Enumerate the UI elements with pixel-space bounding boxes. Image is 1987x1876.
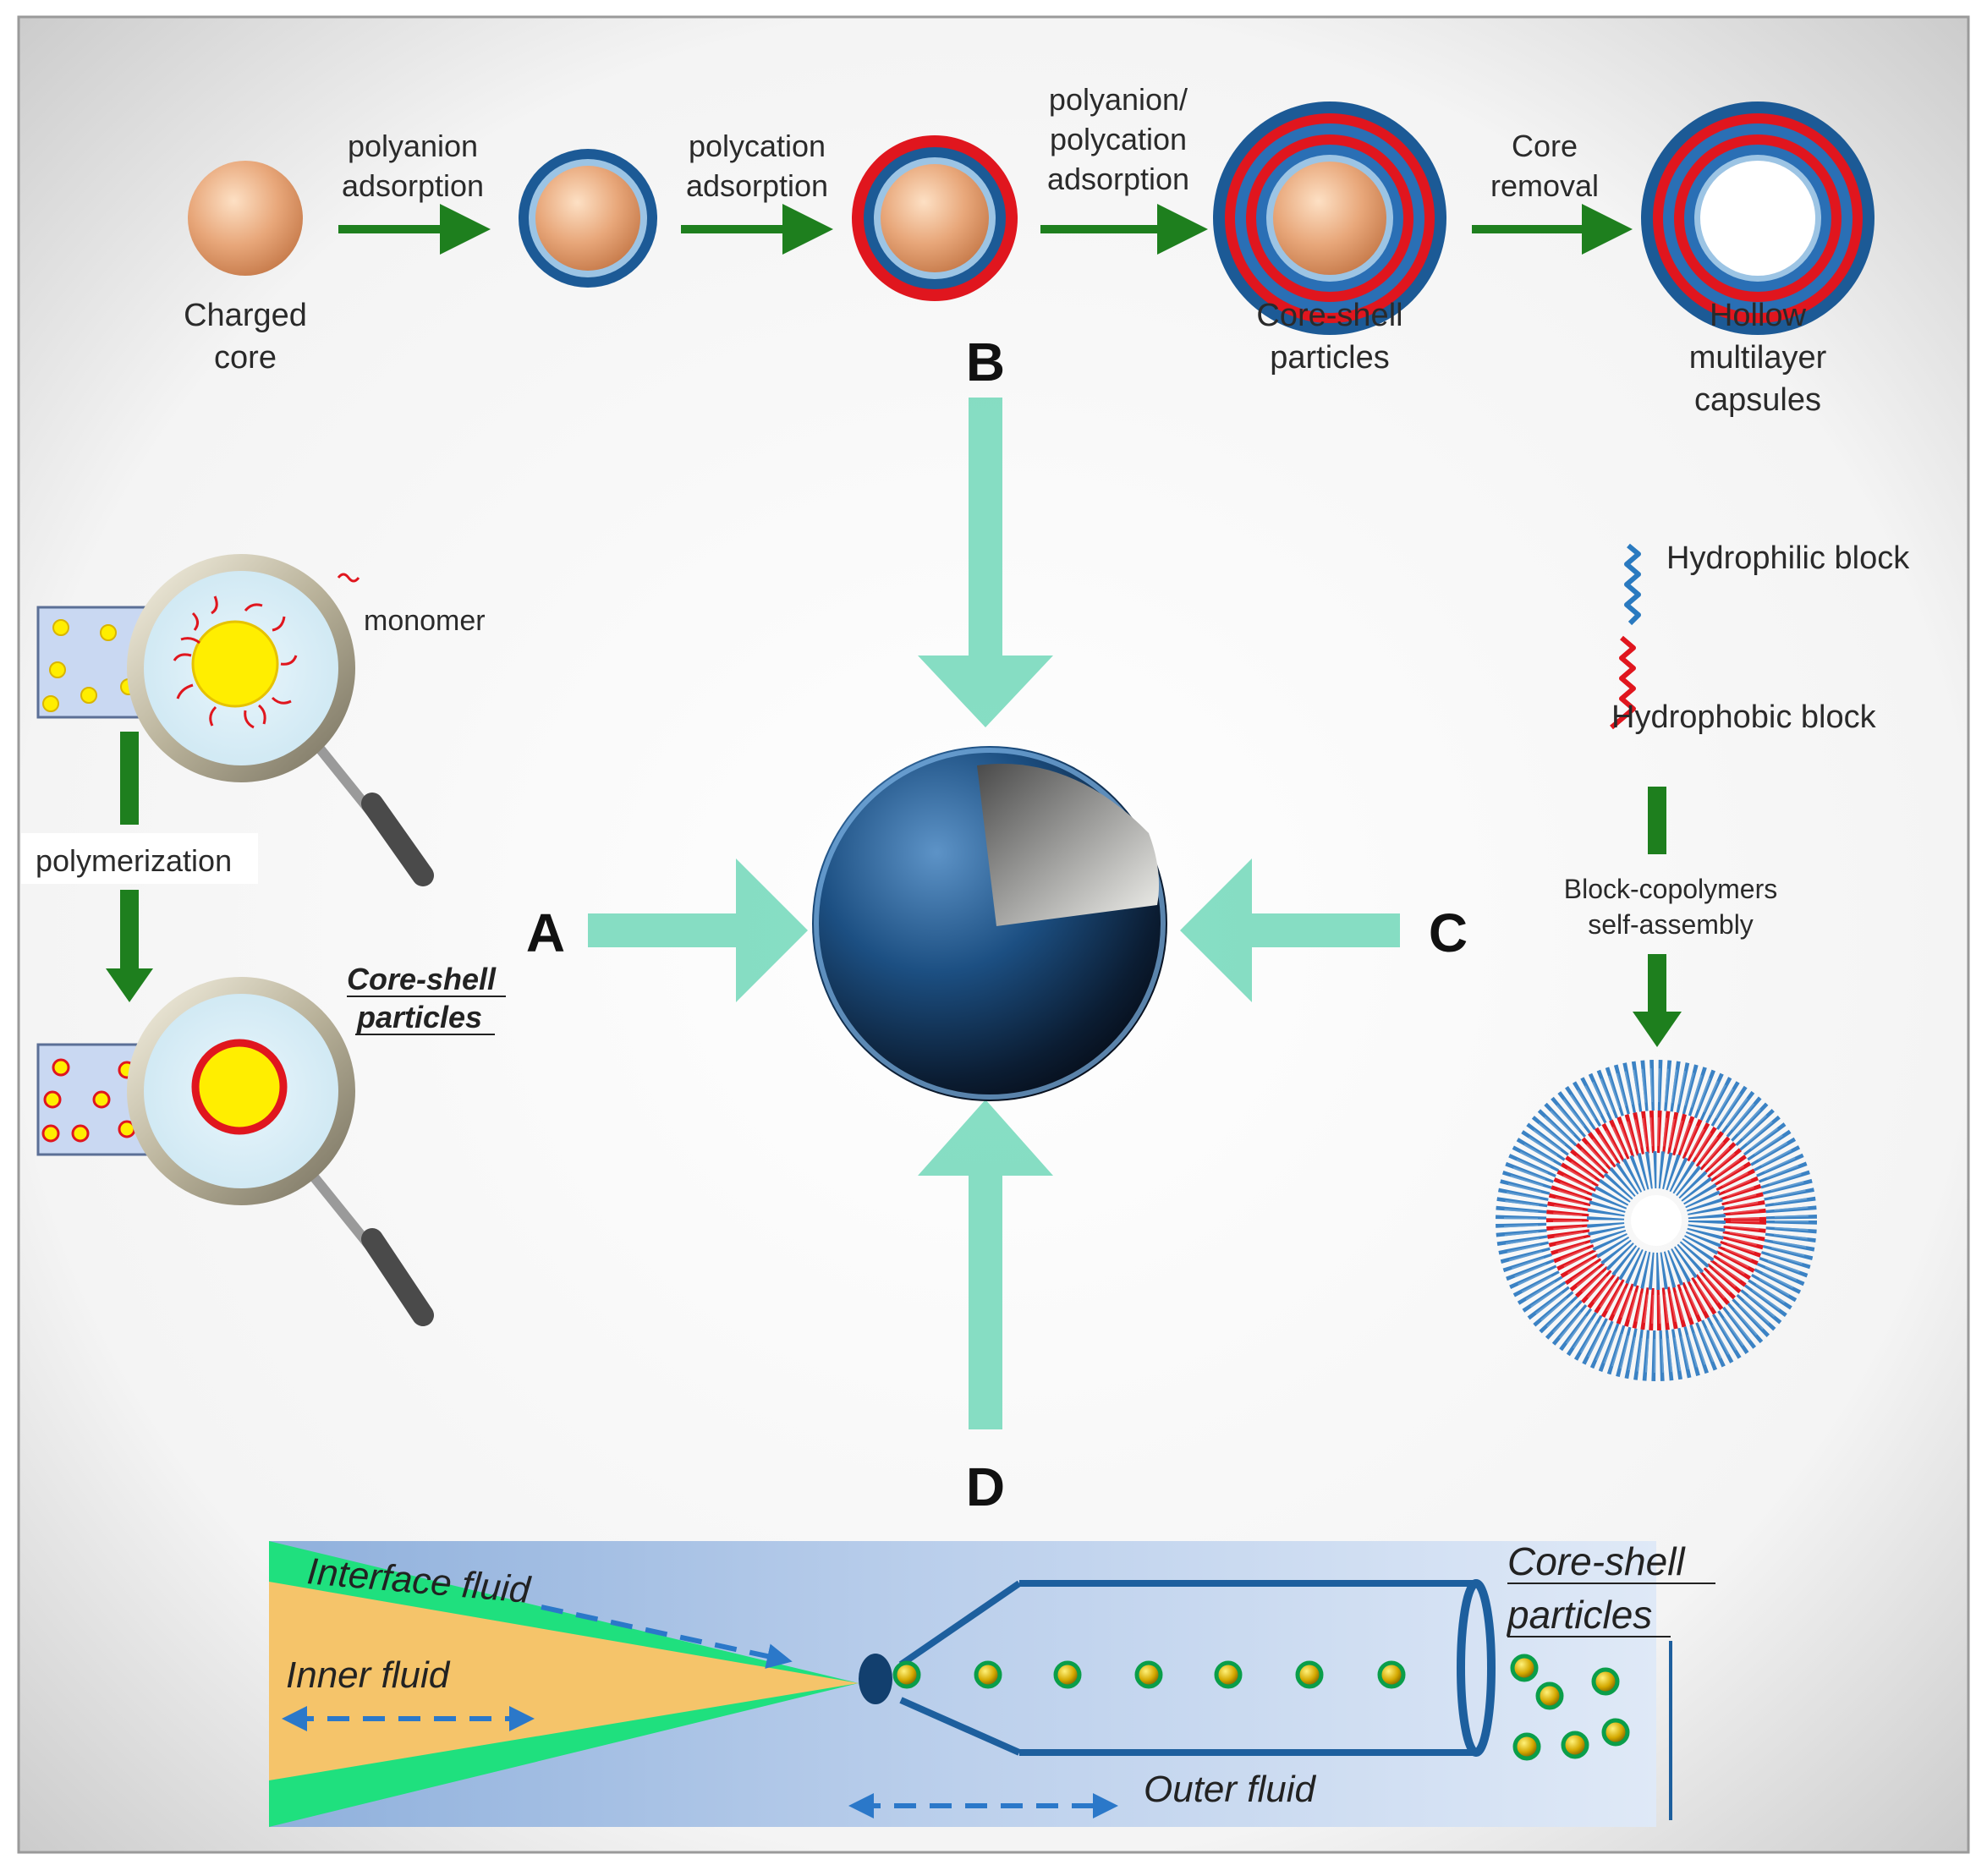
- core-shell-label-1: Core-shell: [1256, 298, 1402, 333]
- arrow-from-a: [588, 858, 808, 1002]
- particles-in-tube: [892, 1660, 1406, 1689]
- hollow-multilayer-capsule: [1641, 101, 1874, 335]
- magnifier-grip-top: [361, 793, 434, 886]
- section-label-b: B: [966, 332, 1005, 392]
- step1-label-2: adsorption: [342, 168, 484, 203]
- core-shell-d-label-1: Core-shell: [1507, 1539, 1686, 1583]
- hollow-label-2: multilayer: [1689, 340, 1827, 376]
- section-label-d: D: [966, 1456, 1005, 1517]
- collected-particles: [1510, 1654, 1630, 1761]
- arrow-from-b: [918, 398, 1053, 727]
- route-c-self-assembly: Hydrophilic block Hydrophobic block Bloc…: [1496, 540, 1910, 1381]
- micelle-assembly: [1496, 1060, 1817, 1381]
- monomer-legend-squiggle: [337, 573, 360, 583]
- step2-label-1: polycation: [689, 129, 826, 163]
- hollow-label-3: capsules: [1694, 382, 1821, 418]
- single-layer-particle: [519, 149, 657, 288]
- monomer-label: monomer: [364, 605, 486, 637]
- interface-flow-arrow: [541, 1604, 793, 1669]
- charged-core-particle: [188, 161, 303, 276]
- route-a-emulsion-polymerization: monomer polymerization Core-shell partic…: [21, 554, 506, 1326]
- core-shell-particle-a: [191, 1039, 288, 1135]
- section-label-c: C: [1429, 902, 1468, 963]
- section-label-a: A: [526, 902, 565, 963]
- polymerization-arrow-head: [106, 968, 153, 1002]
- self-assembly-label-1: Block-copolymers: [1564, 874, 1778, 904]
- polymerization-arrow-shaft-top: [120, 732, 139, 825]
- hydrophilic-block-chain: [1624, 543, 1641, 626]
- polymerization-label: polymerization: [36, 843, 232, 878]
- hollow-label-1: Hollow: [1710, 298, 1807, 333]
- route-b-layer-by-layer: Charged core polyanion adsorption polyca…: [184, 82, 1874, 418]
- polymerization-arrow-shaft-bottom: [120, 890, 139, 970]
- hydrophobic-label: Hydrophobic block: [1611, 699, 1877, 735]
- polymerization-label-bg: [21, 833, 258, 884]
- core-shell-label-2: particles: [1270, 340, 1390, 376]
- step1-label-1: polyanion: [348, 129, 478, 163]
- collection-capillary: [898, 1579, 1496, 1757]
- magnifier-grip-bottom: [361, 1228, 434, 1326]
- self-assembly-label-2: self-assembly: [1588, 909, 1754, 940]
- outer-fluid-label: Outer fluid: [1144, 1769, 1317, 1810]
- charged-core-label-1: Charged: [184, 298, 307, 333]
- monomer-chains: [173, 595, 298, 729]
- self-assembly-arrow-head: [1633, 1012, 1682, 1047]
- core-shell-a-label-2: particles: [356, 1000, 482, 1034]
- droplets-bottom: [41, 1058, 136, 1143]
- arrow-from-d: [918, 1100, 1053, 1429]
- core-shell-a-label-1: Core-shell: [347, 962, 497, 996]
- step3-label-2: polycation: [1050, 122, 1187, 156]
- step3-label-1: polyanion/: [1049, 82, 1188, 117]
- inner-fluid-label: Inner fluid: [286, 1654, 451, 1696]
- self-assembly-arrow-shaft-top: [1648, 787, 1666, 854]
- charged-core-label-2: core: [214, 340, 277, 376]
- step2-label-2: adsorption: [686, 168, 828, 203]
- convergence-arrows: [588, 398, 1400, 1429]
- orifice: [859, 1654, 892, 1704]
- hydrophobic-block-chain: [1610, 635, 1636, 730]
- multilayer-core-shell-particle: [1213, 101, 1446, 335]
- self-assembly-arrow-shaft-bottom: [1648, 954, 1666, 1013]
- route-d-microfluidics: Interface fluid Inner fluid Outer fluid …: [269, 1539, 1715, 1827]
- step4-label-1: Core: [1512, 129, 1578, 163]
- seed-particle: [191, 620, 279, 708]
- hydrophilic-label: Hydrophilic block: [1666, 540, 1910, 576]
- arrow-from-c: [1180, 858, 1400, 1002]
- step4-label-2: removal: [1490, 168, 1599, 203]
- core-shell-d-label-2: particles: [1506, 1593, 1652, 1637]
- central-core-shell-sphere: [812, 746, 1167, 1101]
- step3-label-3: adsorption: [1047, 162, 1189, 196]
- sphere-cutaway-wedge: [977, 763, 1160, 926]
- double-layer-particle: [852, 135, 1018, 301]
